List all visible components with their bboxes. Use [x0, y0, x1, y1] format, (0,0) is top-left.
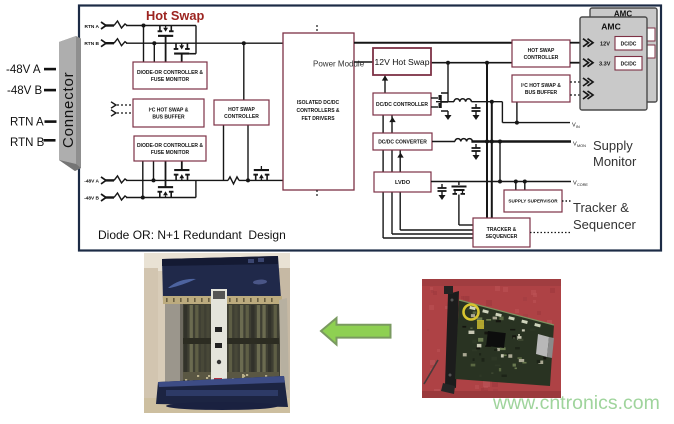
- svg-text:FUSE MONITOR: FUSE MONITOR: [151, 77, 190, 83]
- svg-text:Connector: Connector: [60, 72, 77, 148]
- svg-text:V: V: [573, 181, 577, 187]
- svg-text:FUSE MONITOR: FUSE MONITOR: [151, 150, 190, 156]
- svg-text:DIODE-OR CONTROLLER &: DIODE-OR CONTROLLER &: [137, 143, 203, 149]
- svg-text:I²C HOT SWAP &: I²C HOT SWAP &: [521, 83, 561, 89]
- svg-text:DC/DC CONTROLLER: DC/DC CONTROLLER: [376, 102, 428, 108]
- svg-text:RTN B: RTN B: [84, 41, 99, 47]
- svg-text:Supply: Supply: [593, 138, 633, 153]
- svg-text:12V: 12V: [600, 42, 610, 48]
- svg-text:SUPPLY SUPERVISOR: SUPPLY SUPERVISOR: [508, 199, 558, 204]
- svg-text:HOT SWAP: HOT SWAP: [228, 107, 255, 113]
- svg-text:3.3V: 3.3V: [599, 62, 611, 68]
- svg-text:Hot Swap: Hot Swap: [146, 8, 204, 23]
- svg-text:SEQUENCER: SEQUENCER: [486, 234, 518, 240]
- svg-text:12V Hot Swap: 12V Hot Swap: [375, 57, 430, 67]
- svg-text:Sequencer: Sequencer: [573, 217, 637, 232]
- svg-text:www.cntronics.com: www.cntronics.com: [492, 392, 660, 414]
- svg-text:-48V A: -48V A: [84, 178, 99, 184]
- svg-text:RTN A: RTN A: [10, 117, 44, 129]
- svg-text:AMC: AMC: [601, 22, 621, 32]
- svg-text:V: V: [573, 142, 577, 148]
- svg-text:IN: IN: [576, 125, 580, 129]
- svg-text:DIODE-OR CONTROLLER &: DIODE-OR CONTROLLER &: [137, 70, 203, 76]
- svg-text:Monitor: Monitor: [593, 154, 637, 169]
- svg-text:CORE: CORE: [577, 183, 588, 187]
- svg-text:Power Module: Power Module: [313, 60, 365, 69]
- svg-text:BUS BUFFER: BUS BUFFER: [525, 90, 558, 96]
- svg-text:BUS BUFFER: BUS BUFFER: [152, 114, 185, 120]
- svg-text:Tracker &: Tracker &: [573, 200, 629, 215]
- svg-text:CONTROLLER: CONTROLLER: [224, 114, 259, 120]
- svg-text:I²C HOT SWAP &: I²C HOT SWAP &: [149, 107, 189, 113]
- svg-text:FET DRIVERS: FET DRIVERS: [301, 116, 335, 122]
- svg-text:LVDO: LVDO: [395, 180, 411, 186]
- svg-text:RTN B: RTN B: [10, 137, 45, 149]
- svg-text:AMC: AMC: [614, 10, 632, 19]
- svg-text:-48V A: -48V A: [6, 64, 41, 76]
- svg-text:DC/DC: DC/DC: [621, 62, 637, 68]
- svg-text:V: V: [572, 123, 576, 129]
- svg-text:CONTROLLERS &: CONTROLLERS &: [296, 108, 339, 114]
- svg-text:-48V B: -48V B: [84, 195, 99, 201]
- svg-text:-48V B: -48V B: [7, 85, 42, 97]
- svg-text:HOT SWAP: HOT SWAP: [528, 48, 555, 54]
- svg-text:RTN A: RTN A: [85, 24, 100, 30]
- svg-text:CONTROLLER: CONTROLLER: [524, 55, 559, 61]
- svg-text:DC/DC CONVERTER: DC/DC CONVERTER: [378, 139, 427, 145]
- svg-text:MON: MON: [577, 144, 586, 148]
- svg-text:Diode OR: N+1 Redundant Desig: Diode OR: N+1 Redundant Design: [98, 228, 286, 242]
- svg-text:ISOLATED DC/DC: ISOLATED DC/DC: [297, 100, 340, 106]
- svg-text:TRACKER &: TRACKER &: [487, 227, 517, 233]
- svg-text:DC/DC: DC/DC: [621, 42, 637, 48]
